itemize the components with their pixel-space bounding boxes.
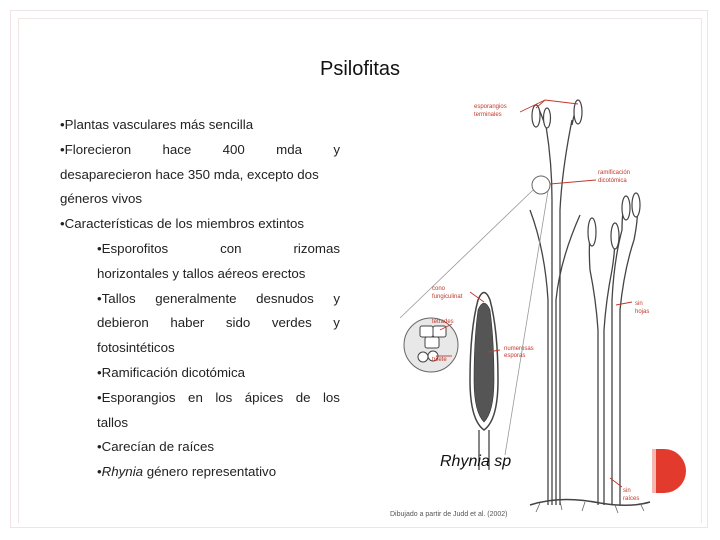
word: sido	[225, 315, 251, 331]
word: en	[188, 389, 203, 405]
bullet-2-line-2: desaparecieron hace 350 mda, excepto dos	[60, 166, 319, 182]
bullet-2-line-3: géneros vivos	[60, 191, 143, 207]
frame-left-line	[18, 18, 19, 523]
word: ápices	[244, 389, 284, 405]
genus-name: Rhynia	[101, 464, 144, 480]
label-trilete: trilete	[432, 357, 447, 363]
tetrad-3	[424, 336, 440, 349]
word: hace	[162, 141, 192, 157]
label-tetrades: tétrades	[432, 319, 454, 325]
word: debieron	[97, 315, 149, 331]
sub-bullet-2-line-2: debieron haber sido verdes y	[60, 311, 340, 336]
bullet-1: •Plantas vasculares más sencilla	[60, 117, 254, 132]
annotation-texts: esporangios terminales ramificación dico…	[432, 104, 649, 502]
label-sin-hojas-2: hojas	[635, 309, 649, 315]
sub-bullet-4-line-2: tallos	[97, 414, 129, 430]
spore-mass	[473, 302, 495, 423]
word: 400	[222, 141, 245, 157]
slide-title: Psilofitas	[0, 58, 720, 81]
word: y	[333, 290, 340, 306]
word: generalmente	[155, 290, 237, 306]
label-cono: cono	[432, 286, 446, 292]
sub-bullet-5: •Carecían de raíces	[97, 439, 214, 455]
figure-label: Rhynia sp	[440, 453, 512, 470]
bullet-3: •Características de los miembros extinto…	[60, 216, 305, 232]
sub-bullet-1-line-2: horizontales y tallos aéreos erectos	[97, 265, 306, 281]
label-terminales: terminales	[474, 112, 502, 118]
slide-frame	[10, 10, 708, 528]
frame-right-line	[701, 18, 702, 523]
decorative-tab-light	[652, 449, 658, 493]
sub-bullet-4-line-1: •Esporangios en los ápices de los	[60, 386, 340, 411]
plant-stems	[529, 99, 639, 505]
sub-bullet-6-rest: género representativo	[143, 464, 277, 480]
word: desnudos	[256, 290, 314, 306]
label-ramificacion: ramificación	[598, 170, 630, 176]
word: •Esporofitos	[97, 240, 169, 256]
bullet-2-line-1: •Florecieron hace 400 mda y	[60, 138, 340, 163]
rhynia-illustration: esporangios terminales ramificación dico…	[399, 99, 651, 514]
tetrad-1	[419, 325, 434, 338]
word: los	[215, 389, 233, 405]
sub-bullet-3: •Ramificación dicotómica	[97, 364, 246, 380]
word: y	[333, 315, 340, 331]
label-dicotomica: dicotómica	[598, 178, 627, 184]
word: rizomas	[293, 240, 340, 256]
label-esporas: esporas	[504, 353, 525, 359]
sub-bullet-2-line-1: •Tallos generalmente desnudos y	[60, 287, 340, 312]
magnifier-circle	[531, 175, 551, 195]
figure-credit: Dibujado a partir de Judd et al. (2002)	[390, 511, 508, 518]
label-numerosas: numerosas	[504, 346, 534, 352]
word: •Tallos	[97, 290, 136, 306]
slide-body: •Plantas vasculares más sencilla •Florec…	[60, 113, 340, 485]
frame-top-line	[18, 18, 702, 19]
trilete-spore-1	[417, 351, 429, 363]
sub-bullet-6: •Rhynia género representativo	[97, 464, 277, 480]
word: con	[220, 240, 242, 256]
label-sin-raices-2: raíces	[623, 496, 639, 502]
label-esporangios: esporangios	[474, 104, 507, 110]
word: haber	[170, 315, 205, 331]
sub-bullet-2-line-3: fotosintéticos	[97, 340, 175, 356]
word: los	[322, 389, 340, 405]
label-fungiculinat: fungiculinat	[432, 294, 463, 300]
rhizome	[529, 498, 651, 506]
word: verdes	[271, 315, 312, 331]
rhizoids	[535, 500, 645, 514]
sub-bullet-1-line-1: •Esporofitos con rizomas	[60, 237, 340, 262]
label-sin-hojas-1: sin	[635, 301, 643, 307]
slide-title-text: Psilofitas	[319, 58, 401, 80]
label-sin-raices-1: sin	[623, 488, 631, 494]
annotation-lines	[436, 99, 633, 488]
word: y	[333, 141, 340, 157]
sporangia	[531, 99, 641, 250]
word: mda	[276, 141, 303, 157]
word: •Esporangios	[97, 389, 176, 405]
word: •Florecieron	[60, 141, 132, 157]
word: de	[295, 389, 311, 405]
